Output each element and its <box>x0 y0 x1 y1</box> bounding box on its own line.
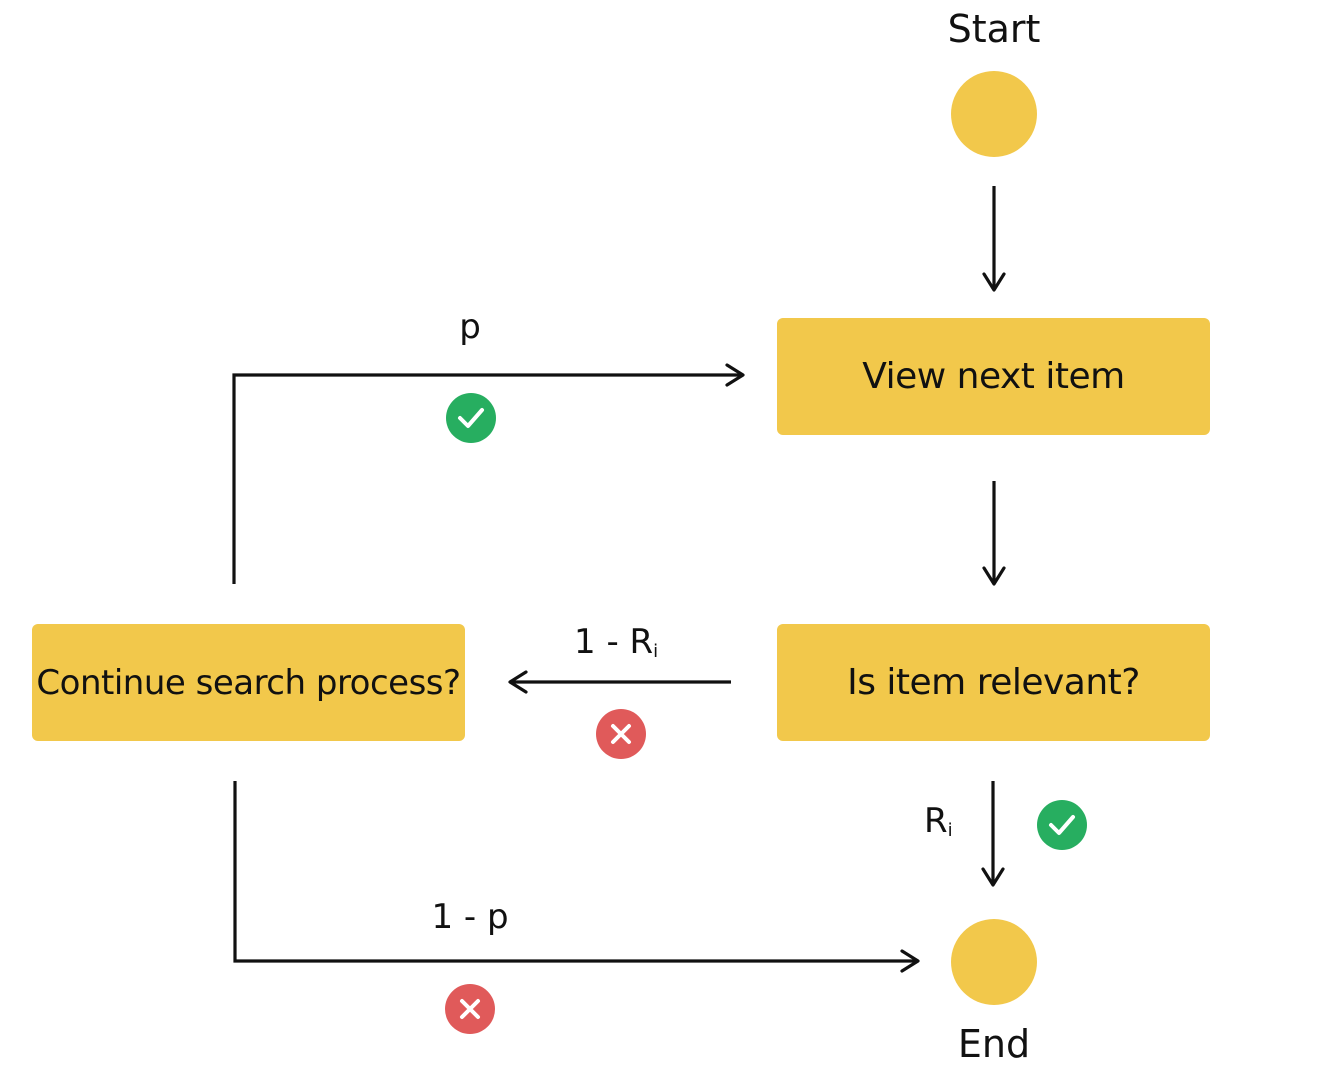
edge-label-one-minus-p: 1 - p <box>431 897 509 937</box>
start-node <box>951 71 1037 157</box>
continue-search-label: Continue search process? <box>36 662 461 703</box>
edge-label-one-minus-ri-main: 1 - R <box>574 622 654 662</box>
is-item-relevant-label: Is item relevant? <box>847 662 1140 703</box>
x-circle-icon <box>596 709 646 759</box>
edge-label-p: p <box>459 307 481 347</box>
end-label: End <box>957 1022 1031 1066</box>
edge-label-one-minus-ri-sub: i <box>653 641 659 662</box>
edge-label-ri: Ri <box>924 804 953 840</box>
continue-search-node: Continue search process? <box>32 624 465 741</box>
check-circle-icon <box>1037 800 1087 850</box>
view-next-item-label: View next item <box>862 356 1125 397</box>
check-circle-icon <box>446 393 496 443</box>
arrow-continue-to-view <box>232 363 745 584</box>
arrow-continue-to-end <box>233 781 920 973</box>
edge-label-ri-sub: i <box>947 820 953 841</box>
edge-label-one-minus-ri: 1 - Ri <box>574 625 658 661</box>
x-circle-icon <box>445 984 495 1034</box>
edge-label-ri-main: R <box>924 801 948 841</box>
start-label: Start <box>947 7 1041 51</box>
is-item-relevant-node: Is item relevant? <box>777 624 1210 741</box>
view-next-item-node: View next item <box>777 318 1210 435</box>
end-node <box>951 919 1037 1005</box>
